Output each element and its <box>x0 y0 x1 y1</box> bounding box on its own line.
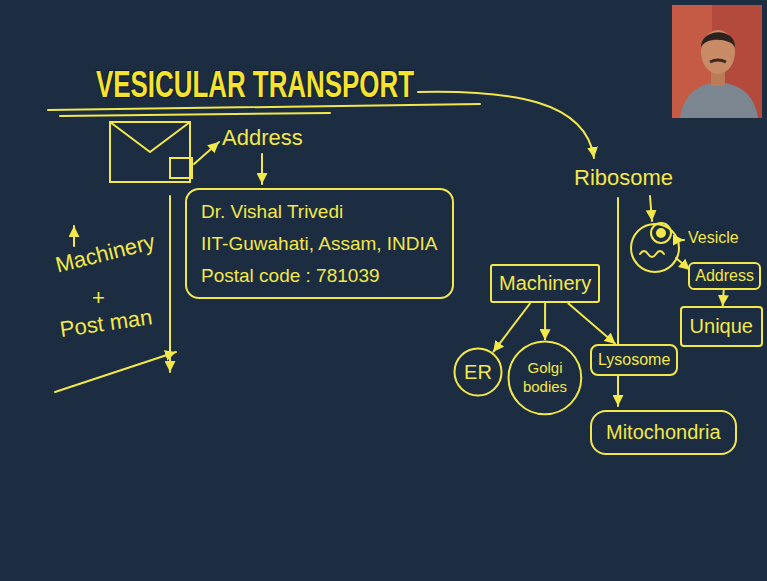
machinery-box: Machinery <box>490 264 600 303</box>
pointer-arrow <box>261 154 263 184</box>
address-patch <box>170 158 192 178</box>
golgi-circle: Golgi bodies <box>507 340 583 416</box>
node-text: Dr. Vishal Trivedi <box>201 200 438 224</box>
envelope-icon <box>110 122 190 182</box>
node-text: Mitochondria <box>606 420 721 445</box>
plus-sign: + <box>92 284 105 312</box>
lysosome-box: Lysosome <box>590 344 678 376</box>
circle-shape <box>455 349 502 396</box>
plus-sign-holder: + <box>92 284 105 312</box>
vesicle-circle <box>631 224 679 272</box>
ribosome-arrow <box>650 196 652 221</box>
connector-arrow <box>544 303 546 340</box>
node-text: Lysosome <box>598 350 670 370</box>
mitochondria-box: Mitochondria <box>590 410 737 455</box>
connector-arrow <box>493 303 530 352</box>
pointer-arrow <box>418 92 594 158</box>
up-arrow <box>73 226 75 246</box>
address-box: Dr. Vishal TrivediIIT-Guwahati, Assam, I… <box>185 188 454 299</box>
node-text: Unique <box>690 314 753 339</box>
presenter-head <box>701 30 735 74</box>
pointer-arrow <box>55 352 176 392</box>
node-text: Postal code : 781039 <box>201 264 438 288</box>
unique-box: Unique <box>680 306 763 347</box>
pointer-arrow <box>680 239 684 241</box>
title-underline <box>60 113 330 116</box>
vesicle-wave <box>640 251 664 257</box>
machinery-note-holder: Machinery <box>53 228 158 279</box>
webcam-inset <box>672 5 762 118</box>
vesicle-cargo <box>651 223 671 243</box>
node-text: Machinery <box>499 271 591 296</box>
presenter-hair <box>701 32 735 48</box>
machinery-note: Machinery <box>53 228 158 279</box>
node-text: Golgi bodies <box>518 359 572 397</box>
ribosome-label: Ribosome <box>574 164 673 192</box>
node-text: ER <box>464 360 492 385</box>
connector-arrow <box>568 303 616 344</box>
title-holder: VESICULAR TRANSPORT <box>96 62 538 107</box>
connector-arrow <box>723 290 724 306</box>
address-note: Address <box>222 124 303 152</box>
slide-title: VESICULAR TRANSPORT <box>96 62 414 107</box>
vesicle-label-holder: Vesicle <box>688 228 739 248</box>
address-note-holder: Address <box>222 124 303 152</box>
postman-note: Post man <box>58 303 154 343</box>
node-text: Address <box>695 266 754 286</box>
down-arrow <box>169 196 171 372</box>
node-text: IIT-Guwahati, Assam, INDIA <box>201 232 438 256</box>
vesicle-cargo <box>657 229 665 237</box>
envelope-flap <box>110 122 190 152</box>
presenter-body <box>680 82 758 118</box>
pointer-arrow <box>194 142 219 164</box>
address-tag: Address <box>688 262 761 290</box>
er-circle: ER <box>453 347 503 397</box>
presenter-moustache <box>710 60 726 62</box>
webcam-frame <box>672 5 762 118</box>
postman-note-holder: Post man <box>58 303 154 343</box>
ribosome-label-holder: Ribosome <box>574 164 673 192</box>
vesicle-label: Vesicle <box>688 228 739 248</box>
circle-shape <box>509 342 582 415</box>
